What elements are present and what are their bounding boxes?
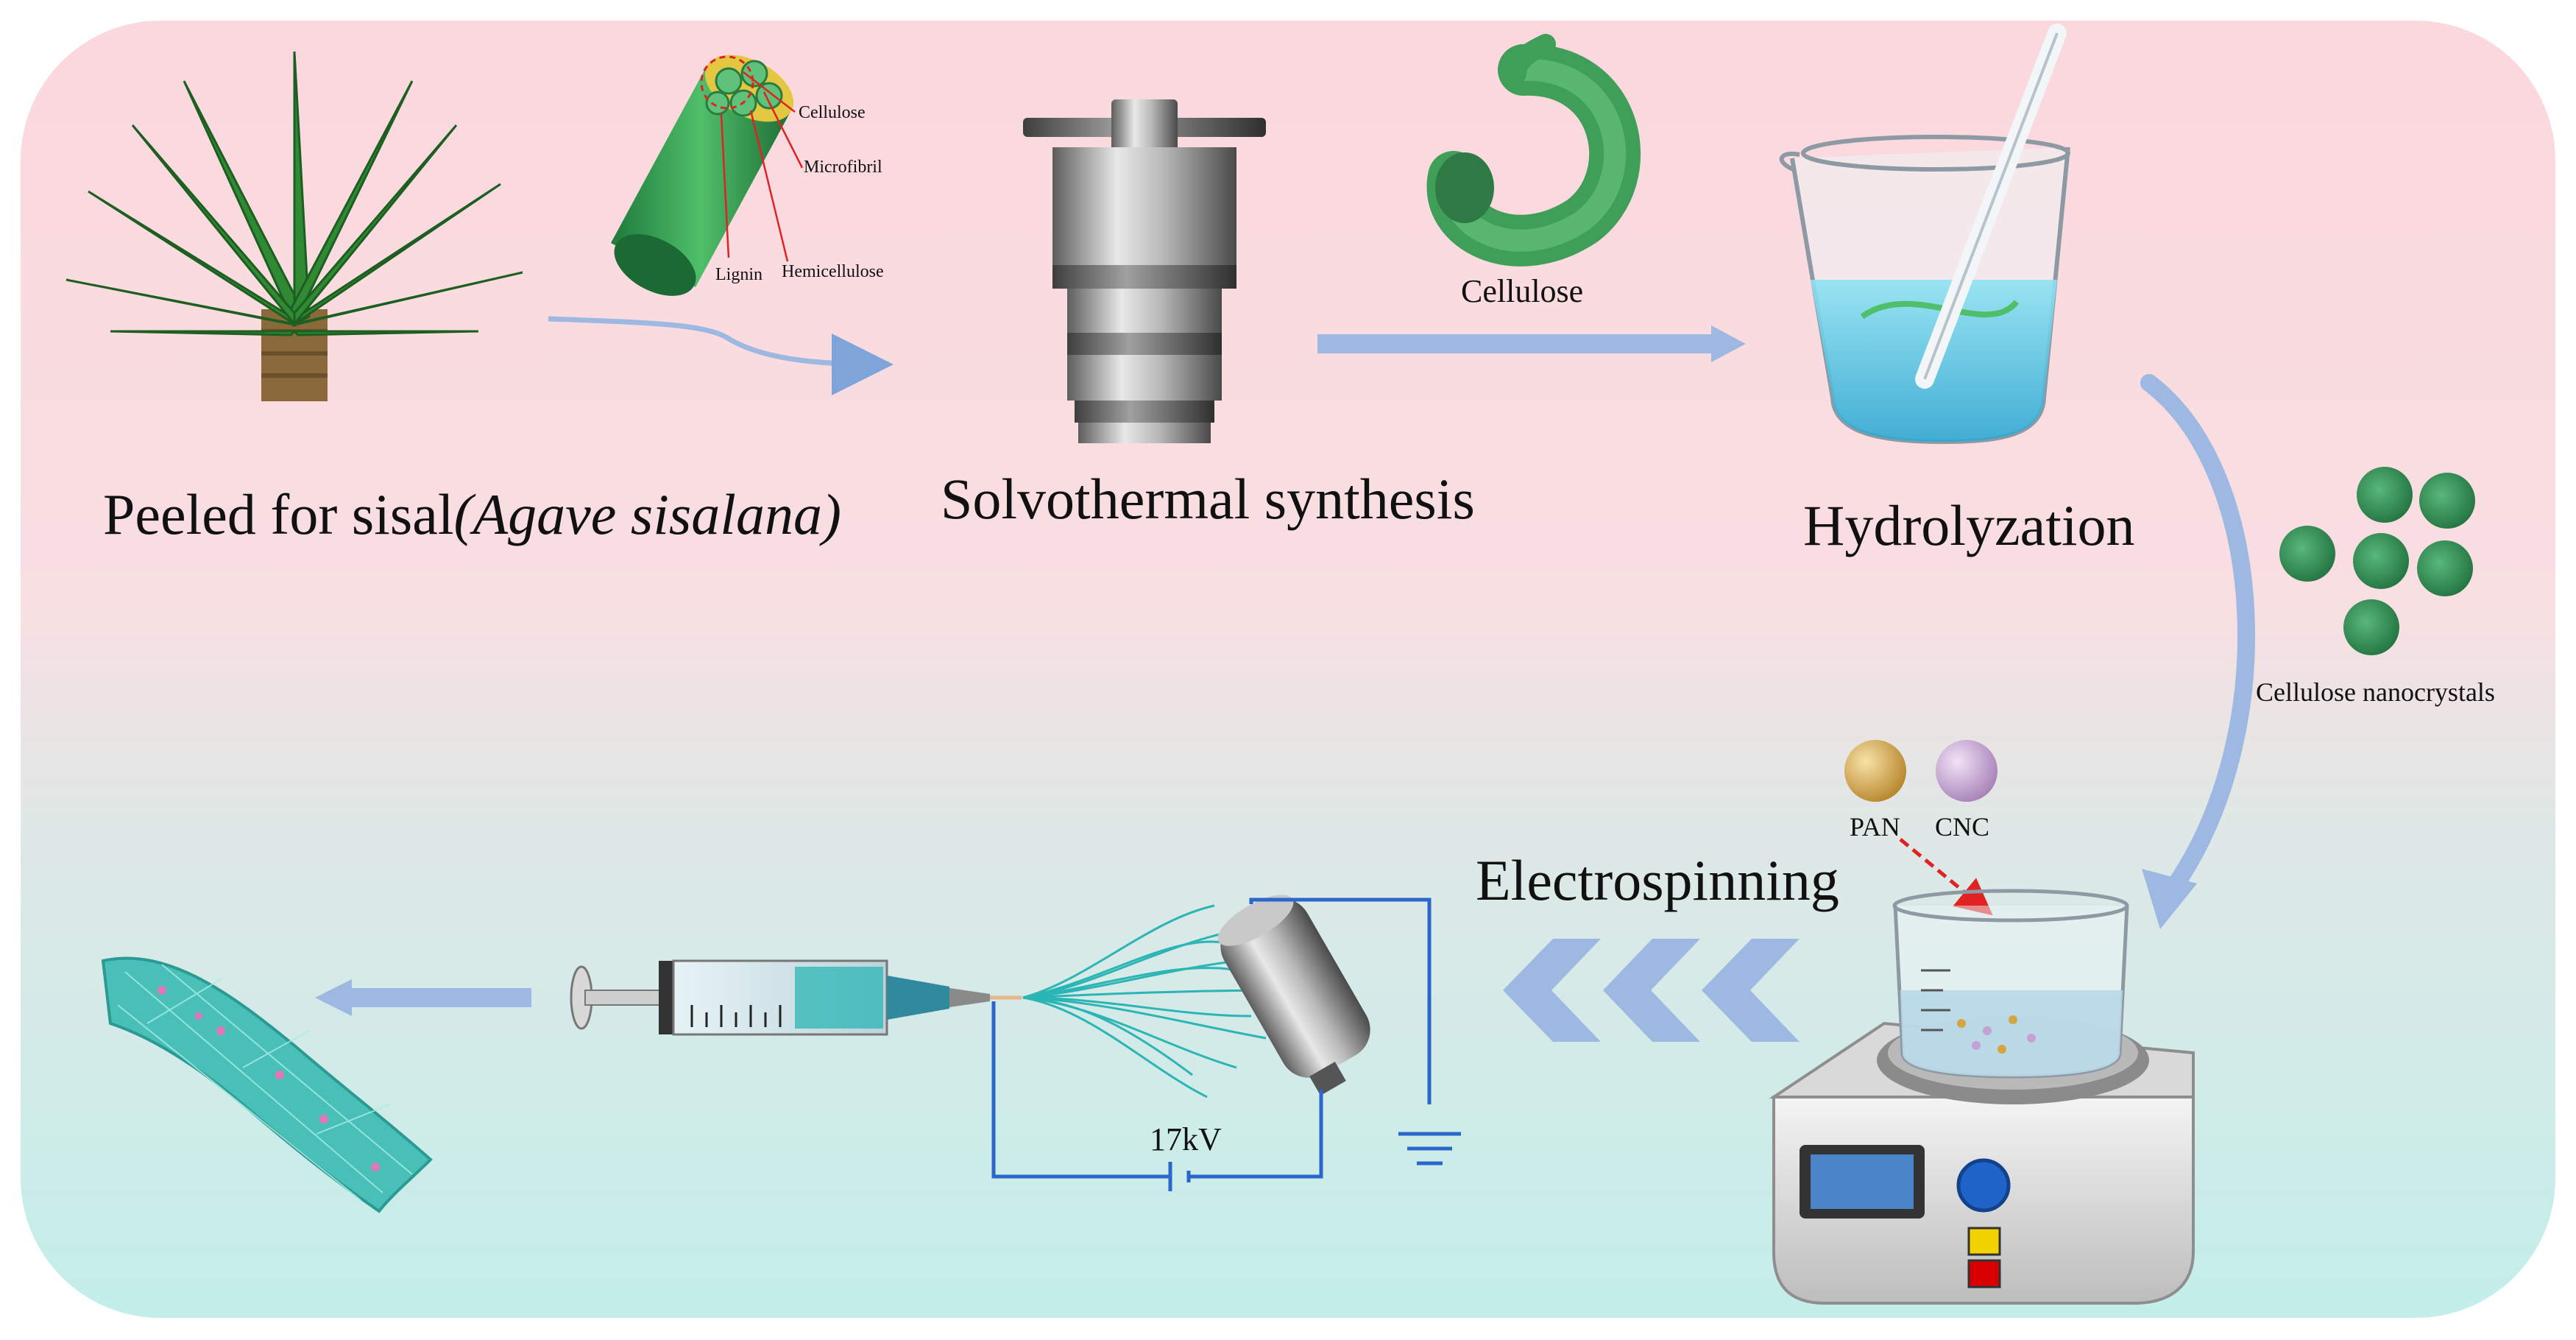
beaker-icon bbox=[1779, 24, 2070, 445]
label-electrospinning: Electrospinning bbox=[1476, 848, 1839, 912]
flow-arrow-1 bbox=[548, 316, 894, 395]
fiber-label-hemicellulose: Hemicellulose bbox=[782, 262, 884, 281]
circuit-wires bbox=[991, 898, 1432, 1191]
label-cnc: CNC bbox=[1935, 812, 1989, 842]
fiber-label-cellulose: Cellulose bbox=[799, 103, 866, 122]
label-voltage: 17kV bbox=[1150, 1121, 1222, 1157]
feed-arrow bbox=[1899, 838, 1993, 916]
collector-icon bbox=[1217, 895, 1370, 1096]
fiber-label-lignin: Lignin bbox=[715, 265, 762, 284]
label-sisal: Peeled for sisal(Agave sisalana) bbox=[103, 482, 841, 546]
label-cellulose: Cellulose bbox=[1461, 273, 1583, 309]
fiber-structure-icon: Cellulose Microfibril Lignin Hemicellulo… bbox=[611, 54, 884, 296]
ground-icon bbox=[1398, 1132, 1461, 1166]
nanocrystal-icon bbox=[2279, 467, 2475, 655]
label-cellulose-nanocrystals: Cellulose nanocrystals bbox=[2256, 677, 2495, 707]
nanofiber-mat-icon bbox=[101, 956, 433, 1213]
cnc-ball bbox=[1936, 740, 1998, 802]
label-hydrolyzation: Hydrolyzation bbox=[1803, 493, 2135, 557]
label-solvothermal: Solvothermal synthesis bbox=[941, 467, 1475, 531]
autoclave-icon bbox=[1023, 99, 1266, 443]
flow-arrow-3 bbox=[2140, 374, 2255, 900]
fiber-label-microfibril: Microfibril bbox=[804, 158, 882, 177]
cellulose-coil-icon bbox=[1426, 34, 1641, 267]
syringe-icon bbox=[570, 959, 1022, 1036]
pan-ball bbox=[1844, 740, 1906, 802]
stirrer-icon bbox=[1769, 889, 2195, 1305]
sisal-plant-icon bbox=[66, 51, 523, 401]
label-pan: PAN bbox=[1850, 812, 1900, 842]
flow-chevrons bbox=[1503, 939, 1800, 1042]
